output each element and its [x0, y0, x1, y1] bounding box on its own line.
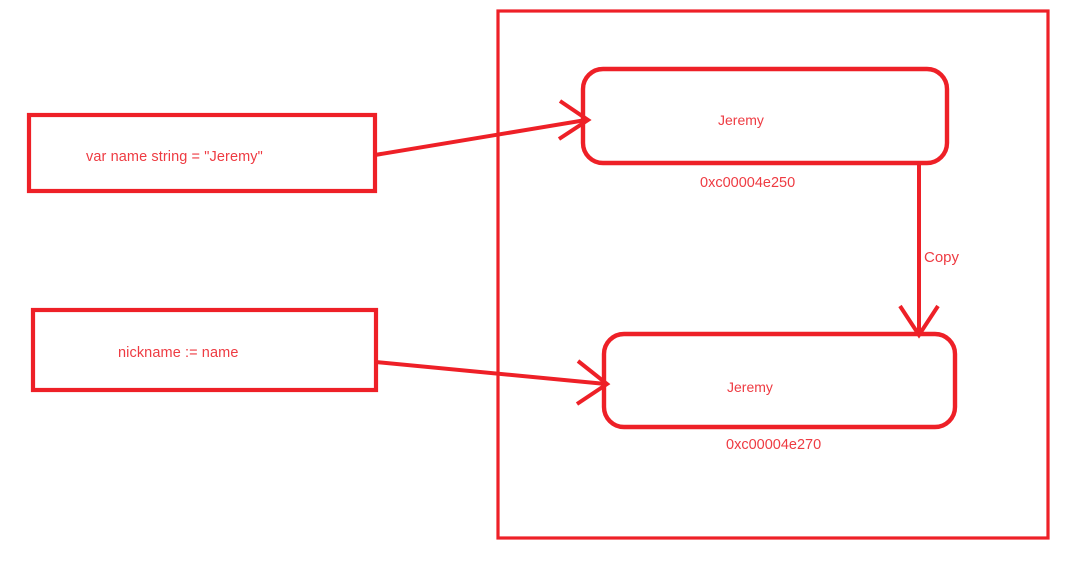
memory-cell-box-2	[601, 331, 958, 430]
memory-cell-value-1: Jeremy	[718, 112, 764, 128]
edge-statement1-to-cell1	[374, 99, 592, 157]
memory-cell-box-1	[580, 66, 950, 166]
edge-statement2-to-cell2	[375, 359, 611, 406]
statement-box-2	[30, 307, 379, 393]
edge-cell1-to-cell2-copy	[898, 163, 940, 339]
statement-label-2: nickname := name	[118, 345, 239, 361]
statement-label-1: var name string = "Jeremy"	[86, 149, 263, 165]
memory-cell-address-1: 0xc00004e250	[700, 175, 796, 191]
memory-region-container	[496, 9, 1050, 540]
memory-cell-value-2: Jeremy	[727, 379, 773, 395]
edge-label-copy: Copy	[924, 249, 960, 266]
memory-cell-address-2: 0xc00004e270	[726, 437, 822, 453]
